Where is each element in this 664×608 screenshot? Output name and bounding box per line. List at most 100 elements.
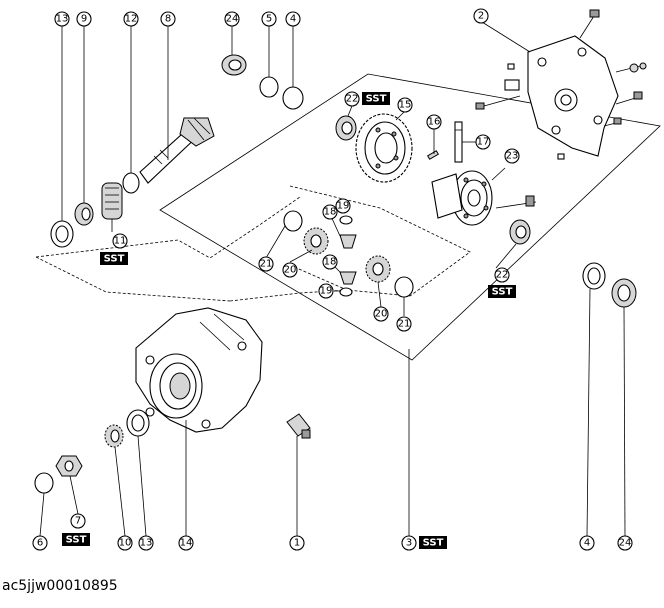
svg-text:16: 16 [428,117,441,128]
bearing-part-22-top [335,115,357,141]
svg-text:15: 15 [399,100,412,111]
ring-gear-part-15 [355,113,413,183]
callout-10: 10 [117,535,133,551]
pinion-gear-part-18-lower [339,271,357,285]
svg-text:14: 14 [180,538,193,549]
svg-text:9: 9 [81,14,87,25]
dashed-guide-left [35,196,301,259]
thrust-washer-part-21-left [283,210,303,232]
shim-part-5-top [259,76,279,98]
lock-nut-part-7 [55,455,83,477]
callout-3: 3 [401,535,417,551]
bearing-cup-part-4-right [582,262,606,290]
sst-tag-differential-3: SST [419,536,447,549]
svg-text:SST: SST [423,538,444,549]
dashed-guide-box [289,185,471,297]
svg-text:7: 7 [75,516,81,527]
callout-1: 1 [289,535,305,551]
callout-20-left: 20 [282,262,298,278]
svg-text:23: 23 [506,151,519,162]
differential-panel [159,73,661,361]
callout-22-bottom: 22 [494,267,510,283]
pinion-shaft-part-17 [454,121,463,163]
callout-21-left: 21 [258,256,274,272]
callout-19-lower: 19 [318,283,334,299]
callout-4-bottom: 4 [579,535,595,551]
oil-seal-part-24-top [221,54,247,76]
callout-6: 6 [32,535,48,551]
side-gear-part-20-right [365,255,391,283]
callout-16: 16 [426,114,442,130]
pinion-gear-part-18-upper [339,234,357,249]
svg-text:18: 18 [324,257,337,268]
callout-5: 5 [261,11,277,27]
callout-24-bottom: 24 [617,535,633,551]
callout-20-right: 20 [373,306,389,322]
svg-text:13: 13 [140,538,153,549]
callout-17: 17 [475,134,491,150]
svg-text:21: 21 [260,259,273,270]
svg-text:8: 8 [165,14,171,25]
sst-tag-nut-7: SST [62,533,90,546]
washer-part-6 [34,472,54,494]
callout-14: 14 [178,535,194,551]
callout-18-lower: 18 [322,254,338,270]
plug-part-1 [286,413,311,439]
svg-text:6: 6 [37,538,43,549]
callout-8: 8 [160,11,176,27]
differential-case-part-23 [431,170,537,226]
svg-text:24: 24 [619,538,632,549]
svg-text:12: 12 [125,14,138,25]
callouts: 13 9 12 8 24 5 4 2 11 22 15 16 17 23 19 … [32,8,633,551]
callout-21-right: 21 [396,316,412,332]
svg-text:24: 24 [226,14,239,25]
bearing-part-22-bottom [509,219,531,245]
callout-2: 2 [473,8,489,24]
callout-22-top: 22 [344,91,360,107]
svg-text:21: 21 [398,319,411,330]
pin-part-16 [426,150,440,160]
sst-tag-bearing-11: SST [100,252,128,265]
differential-cover-part-2 [475,9,647,160]
svg-text:20: 20 [284,265,297,276]
callout-12: 12 [123,11,139,27]
callout-9: 9 [76,11,92,27]
svg-text:SST: SST [104,254,125,265]
svg-text:3: 3 [406,538,412,549]
callout-13-bottom: 13 [138,535,154,551]
svg-text:2: 2 [478,11,484,22]
svg-text:20: 20 [375,309,388,320]
svg-text:4: 4 [290,14,296,25]
bearing-cup-part-13-lower [126,409,150,437]
pinion-washer-part-19-upper [339,215,353,225]
spacer-part-12 [122,172,140,194]
callout-13: 13 [54,11,70,27]
sst-tag-bearing-22-top: SST [362,92,390,105]
callout-18-upper: 18 [322,204,338,220]
sst-tag-bearing-22-bottom: SST [488,285,516,298]
svg-text:SST: SST [366,94,387,105]
svg-text:13: 13 [56,14,69,25]
svg-text:17: 17 [477,137,490,148]
leader-lines [39,21,626,537]
callout-19-upper: 19 [335,198,351,214]
svg-text:22: 22 [496,270,509,281]
callout-7: 7 [70,513,86,529]
drive-pinion-part-8 [139,117,215,184]
callout-24-top: 24 [224,11,240,27]
carrier-housing-part-14 [135,307,263,433]
callout-11: 11 [112,233,128,249]
oil-seal-part-24-right [611,278,637,308]
svg-text:5: 5 [266,14,272,25]
callout-4-top: 4 [285,11,301,27]
svg-text:11: 11 [114,236,127,247]
callout-23: 23 [504,148,520,164]
svg-text:22: 22 [346,94,359,105]
svg-text:4: 4 [584,538,590,549]
side-gear-part-20-left [303,227,329,255]
svg-text:SST: SST [66,535,87,546]
bearing-part-11 [101,182,123,220]
svg-text:1: 1 [294,538,300,549]
